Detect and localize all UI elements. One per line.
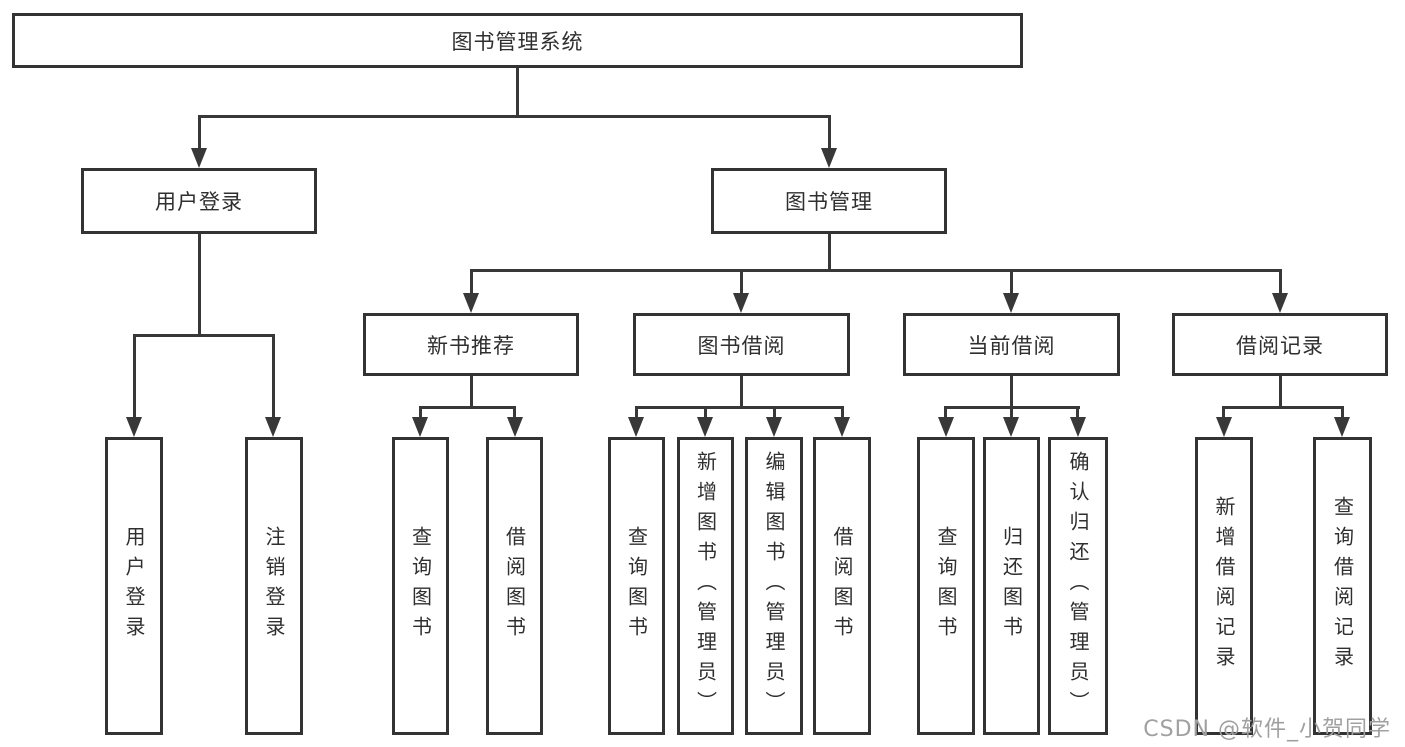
arrow-down-icon: [821, 148, 837, 168]
leaf-query-books-recommend-label: 查询图书: [408, 526, 433, 646]
arrow-down-icon: [733, 293, 749, 313]
leaf-add-borrow-record-label: 新增借阅记录: [1212, 496, 1236, 676]
node-root: 图书管理系统: [12, 13, 1023, 68]
arrow-down-icon: [126, 417, 142, 437]
leaf-borrow-books-recommend: 借阅图书: [486, 437, 543, 735]
node-current-borrowing-label: 当前借阅: [967, 333, 1056, 358]
connector-vline: [419, 406, 422, 419]
connector-vline: [828, 115, 831, 151]
arrow-down-icon: [834, 417, 850, 437]
connector-vline: [704, 406, 707, 419]
leaf-return-book: 归还图书: [983, 437, 1040, 735]
connector-vline: [1279, 376, 1282, 408]
connector-vline: [1222, 406, 1225, 419]
connector-hline: [635, 406, 844, 409]
node-user-login-label: 用户登录: [155, 190, 243, 214]
arrow-down-icon: [1003, 293, 1019, 313]
connector-vline: [133, 334, 136, 419]
arrow-down-icon: [697, 417, 713, 437]
leaf-logout: 注销登录: [245, 437, 303, 735]
connector-vline: [272, 334, 275, 419]
connector-vline: [470, 269, 473, 295]
leaf-edit-book-admin: 编辑图书（管理员）: [745, 437, 803, 735]
arrow-down-icon: [191, 148, 207, 168]
connector-vline: [516, 68, 519, 117]
leaf-query-borrow-record-label: 查询借阅记录: [1330, 496, 1355, 676]
arrow-down-icon: [628, 417, 644, 437]
connector-hline: [419, 406, 516, 409]
connector-vline: [1010, 269, 1013, 295]
arrow-down-icon: [1003, 417, 1019, 437]
connector-hline: [470, 269, 1282, 272]
leaf-query-borrow-record: 查询借阅记录: [1313, 437, 1372, 735]
leaf-borrow-books: 借阅图书: [813, 437, 871, 735]
leaf-borrow-books-label: 借阅图书: [830, 526, 854, 646]
connector-vline: [740, 376, 743, 408]
arrow-down-icon: [1272, 293, 1288, 313]
leaf-borrow-books-recommend-label: 借阅图书: [502, 526, 527, 646]
leaf-query-books-current-label: 查询图书: [934, 526, 958, 646]
leaf-query-books-recommend: 查询图书: [392, 437, 449, 735]
arrow-down-icon: [463, 293, 479, 313]
node-book-management: 图书管理: [711, 168, 947, 234]
node-current-borrowing: 当前借阅: [903, 313, 1120, 376]
leaf-return-book-label: 归还图书: [999, 526, 1024, 646]
connector-vline: [198, 234, 201, 336]
leaf-confirm-return-admin-label: 确认归还（管理员）: [1066, 451, 1090, 721]
leaf-edit-book-admin-label: 编辑图书（管理员）: [762, 451, 786, 721]
connector-hline: [133, 334, 275, 337]
connector-vline: [944, 406, 947, 419]
arrow-down-icon: [1070, 417, 1086, 437]
connector-vline: [773, 406, 776, 419]
connector-hline: [198, 115, 831, 118]
node-new-book-recommend-label: 新书推荐: [427, 333, 515, 358]
connector-vline: [740, 269, 743, 295]
connector-vline: [198, 115, 201, 151]
connector-vline: [828, 234, 831, 272]
arrow-down-icon: [938, 417, 954, 437]
leaf-user-login: 用户登录: [105, 437, 163, 735]
node-book-management-label: 图书管理: [785, 190, 873, 214]
leaf-query-books-borrowing: 查询图书: [608, 437, 665, 735]
connector-vline: [513, 406, 516, 419]
connector-vline: [1010, 406, 1013, 419]
arrow-down-icon: [412, 417, 428, 437]
node-root-label: 图书管理系统: [451, 29, 584, 54]
leaf-logout-label: 注销登录: [262, 526, 286, 646]
connector-vline: [841, 406, 844, 419]
connector-vline: [1076, 406, 1079, 419]
leaf-confirm-return-admin: 确认归还（管理员）: [1048, 437, 1108, 735]
leaf-add-book-admin: 新增图书（管理员）: [677, 437, 734, 735]
connector-vline: [1279, 269, 1282, 295]
arrow-down-icon: [766, 417, 782, 437]
node-borrowing-records-label: 借阅记录: [1236, 333, 1324, 358]
connector-vline: [635, 406, 638, 419]
node-user-login: 用户登录: [81, 168, 317, 234]
arrow-down-icon: [507, 417, 523, 437]
leaf-query-books-borrowing-label: 查询图书: [624, 526, 649, 646]
node-book-borrowing-label: 图书借阅: [697, 333, 786, 358]
connector-vline: [1341, 406, 1344, 419]
node-book-borrowing: 图书借阅: [633, 313, 850, 376]
arrow-down-icon: [265, 417, 281, 437]
arrow-down-icon: [1216, 417, 1232, 437]
leaf-add-book-admin-label: 新增图书（管理员）: [693, 451, 718, 721]
connector-vline: [470, 376, 473, 408]
csdn-watermark: CSDN @软件_小贺同学: [1143, 717, 1391, 742]
arrow-down-icon: [1334, 417, 1350, 437]
node-borrowing-records: 借阅记录: [1172, 313, 1388, 376]
leaf-user-login-label: 用户登录: [122, 526, 146, 646]
leaf-add-borrow-record: 新增借阅记录: [1195, 437, 1253, 735]
node-new-book-recommend: 新书推荐: [363, 313, 579, 376]
connector-hline: [1222, 406, 1344, 409]
connector-vline: [1010, 376, 1013, 408]
leaf-query-books-current: 查询图书: [917, 437, 975, 735]
